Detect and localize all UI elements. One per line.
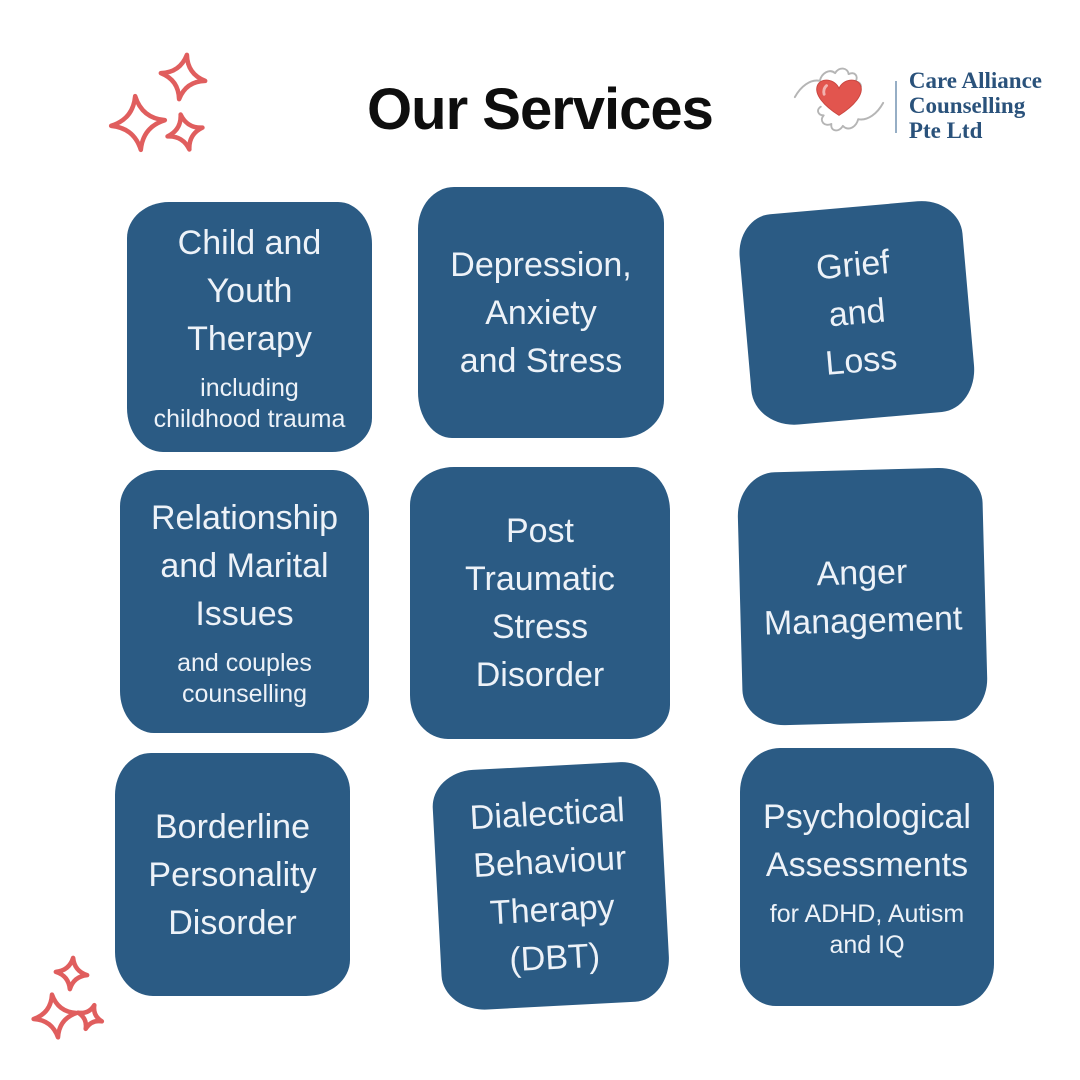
hands-cradling-heart-icon bbox=[793, 67, 885, 132]
service-title: Grief and Loss bbox=[814, 243, 899, 383]
service-tile-depression-anxiety-stress: Depression, Anxiety and Stress bbox=[418, 187, 664, 438]
sparkle-icon bbox=[108, 93, 167, 152]
company-logo: Care Alliance Counselling Pte Ltd bbox=[791, 52, 1042, 148]
service-subtitle: for ADHD, Autism and IQ bbox=[769, 900, 965, 959]
sparkle-icon bbox=[157, 51, 209, 103]
sparkle-icon bbox=[31, 992, 80, 1041]
sparkle-icon bbox=[54, 956, 89, 991]
service-subtitle: including childhood trauma bbox=[153, 374, 346, 433]
service-title: Depression, Anxiety and Stress bbox=[450, 245, 632, 380]
service-title: Psychological Assessments bbox=[763, 798, 971, 884]
service-tile-post-traumatic-stress-disorder: Post Traumatic Stress Disorder bbox=[410, 467, 670, 739]
service-title: Dialectical Behaviour Therapy (DBT) bbox=[468, 791, 628, 980]
logo-separator bbox=[894, 81, 897, 133]
service-title: Post Traumatic Stress Disorder bbox=[465, 512, 615, 694]
service-tile-dialectical-behaviour-therapy: Dialectical Behaviour Therapy (DBT) bbox=[430, 760, 672, 1012]
service-subtitle: and couples counselling bbox=[177, 648, 312, 708]
sparkle-icon bbox=[163, 110, 207, 154]
sparkles-decoration-bottom-left bbox=[28, 952, 108, 1057]
service-tile-child-and-youth-therapy: Child and Youth Therapy including childh… bbox=[127, 202, 372, 452]
service-tile-borderline-personality-disorder: Borderline Personality Disorder bbox=[115, 753, 350, 996]
service-tile-relationship-marital-issues: Relationship and Marital Issues and coup… bbox=[120, 470, 369, 733]
service-title: Borderline Personality Disorder bbox=[148, 807, 317, 942]
page-title: Our Services bbox=[367, 77, 714, 142]
service-title: Child and Youth Therapy bbox=[177, 224, 322, 358]
sparkle-icon bbox=[74, 1001, 106, 1033]
service-title: Anger Management bbox=[763, 552, 963, 643]
company-name: Care Alliance Counselling Pte Ltd bbox=[908, 67, 1042, 143]
heart-icon bbox=[816, 79, 862, 116]
service-tile-psychological-assessments: Psychological Assessments for ADHD, Auti… bbox=[740, 748, 994, 1006]
service-tile-grief-and-loss: Grief and Loss bbox=[736, 197, 978, 429]
service-tile-anger-management: Anger Management bbox=[736, 466, 989, 727]
sparkles-decoration-top-left bbox=[100, 45, 230, 170]
service-title: Relationship and Marital Issues bbox=[150, 498, 339, 633]
